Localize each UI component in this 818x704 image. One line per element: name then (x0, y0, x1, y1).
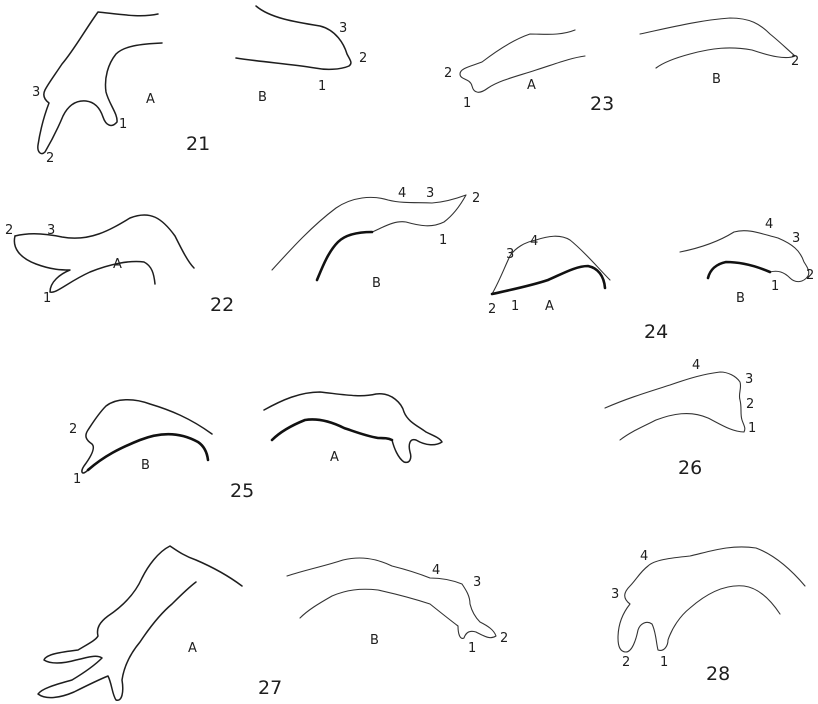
figure-22-part-a-point-3: 3 (47, 223, 55, 238)
figure-24: 24 A 1 2 3 4 B 1 2 3 4 (488, 217, 814, 343)
figure-24-number: 24 (644, 321, 668, 343)
figure-26-outline (605, 372, 745, 440)
figure-23-part-a-point-2: 2 (444, 66, 452, 81)
figure-22: 22 A 1 2 3 B 1 2 3 4 (5, 186, 480, 316)
figure-21-part-b-outline (236, 6, 351, 69)
figure-24-part-a-point-3: 3 (506, 247, 514, 262)
figure-22-part-a-point-1: 1 (43, 291, 51, 306)
figure-23-part-a-point-1: 1 (463, 96, 471, 111)
figure-22-part-b-outline (272, 195, 466, 280)
figure-24-part-a-point-2: 2 (488, 302, 496, 317)
figure-24-part-b-point-1: 1 (771, 279, 779, 294)
figure-27-part-a-outline (38, 546, 242, 700)
figure-25: 25 B 1 2 A (69, 392, 442, 502)
figure-21-part-b-letter: B (258, 90, 267, 105)
figure-23-part-b-outline (640, 18, 795, 68)
figure-28: 28 1 2 3 4 (611, 547, 805, 685)
figure-28-point-3: 3 (611, 587, 619, 602)
figure-26-point-1: 1 (748, 421, 756, 436)
figure-27-part-b-point-2: 2 (500, 631, 508, 646)
figure-24-part-b-outline (680, 231, 809, 282)
figure-21-part-a-point-3: 3 (32, 85, 40, 100)
figure-21-part-a-outline (38, 12, 162, 154)
figure-23-part-b-letter: B (712, 72, 721, 87)
figure-22-part-a-outline (14, 215, 194, 292)
figure-25-part-b-letter: B (141, 458, 150, 473)
figure-26-number: 26 (678, 457, 702, 479)
figure-22-part-b-point-1: 1 (439, 233, 447, 248)
figure-22-part-a-letter: A (113, 257, 122, 272)
figure-27: 27 A B 1 2 3 4 (38, 546, 508, 700)
figure-23-part-b-point-2: 2 (791, 54, 799, 69)
figure-27-part-b-letter: B (370, 633, 379, 648)
figure-22-part-b-point-4: 4 (398, 186, 406, 201)
figure-24-part-a-point-1: 1 (511, 299, 519, 314)
figure-22-part-b-point-3: 3 (426, 186, 434, 201)
figure-27-part-b-point-1: 1 (468, 641, 476, 656)
figure-27-number: 27 (258, 677, 282, 699)
figure-23-part-a-letter: A (527, 78, 536, 93)
figure-24-part-a-outline (492, 236, 610, 294)
figure-24-part-a-letter: A (545, 299, 554, 314)
figure-21-part-b-point-1: 1 (318, 79, 326, 94)
figure-27-part-b-point-4: 4 (432, 563, 440, 578)
figure-21-part-b-point-2: 2 (359, 51, 367, 66)
figure-25-part-b-point-1: 1 (73, 472, 81, 487)
figure-21-part-a-letter: A (146, 92, 155, 107)
figure-26: 26 1 2 3 4 (605, 358, 756, 479)
figure-28-point-2: 2 (622, 655, 630, 670)
figure-23: 23 A 1 2 B 2 (444, 18, 799, 115)
figure-24-part-b-point-2: 2 (806, 268, 814, 283)
figure-24-part-b-point-3: 3 (792, 231, 800, 246)
figure-25-part-a-letter: A (330, 450, 339, 465)
figure-23-number: 23 (590, 93, 614, 115)
figure-27-part-b-outline (287, 558, 496, 638)
figure-21-number: 21 (186, 133, 210, 155)
figure-22-part-b-point-2: 2 (472, 191, 480, 206)
figure-26-point-3: 3 (745, 372, 753, 387)
figure-26-point-4: 4 (692, 358, 700, 373)
figure-23-part-a-outline (460, 30, 585, 92)
figure-24-part-b-letter: B (736, 291, 745, 306)
figure-24-part-b-point-4: 4 (765, 217, 773, 232)
figure-21-part-a-point-2: 2 (46, 151, 54, 166)
figure-26-point-2: 2 (746, 397, 754, 412)
figure-28-number: 28 (706, 663, 730, 685)
figure-25-number: 25 (230, 480, 254, 502)
figure-27-part-a-letter: A (188, 641, 197, 656)
figure-21-part-a-point-1: 1 (119, 117, 127, 132)
figure-22-number: 22 (210, 294, 234, 316)
figure-24-part-a-point-4: 4 (530, 234, 538, 249)
figure-21-part-b-point-3: 3 (339, 21, 347, 36)
figure-22-part-a-point-2: 2 (5, 223, 13, 238)
figure-22-part-b-letter: B (372, 276, 381, 291)
figure-25-part-b-point-2: 2 (69, 422, 77, 437)
figure-28-point-4: 4 (640, 549, 648, 564)
figure-27-part-b-point-3: 3 (473, 575, 481, 590)
figure-21: 21 A 1 2 3 B 1 2 3 (32, 6, 367, 166)
figure-28-point-1: 1 (660, 655, 668, 670)
figure-25-part-a-outline (264, 392, 442, 462)
